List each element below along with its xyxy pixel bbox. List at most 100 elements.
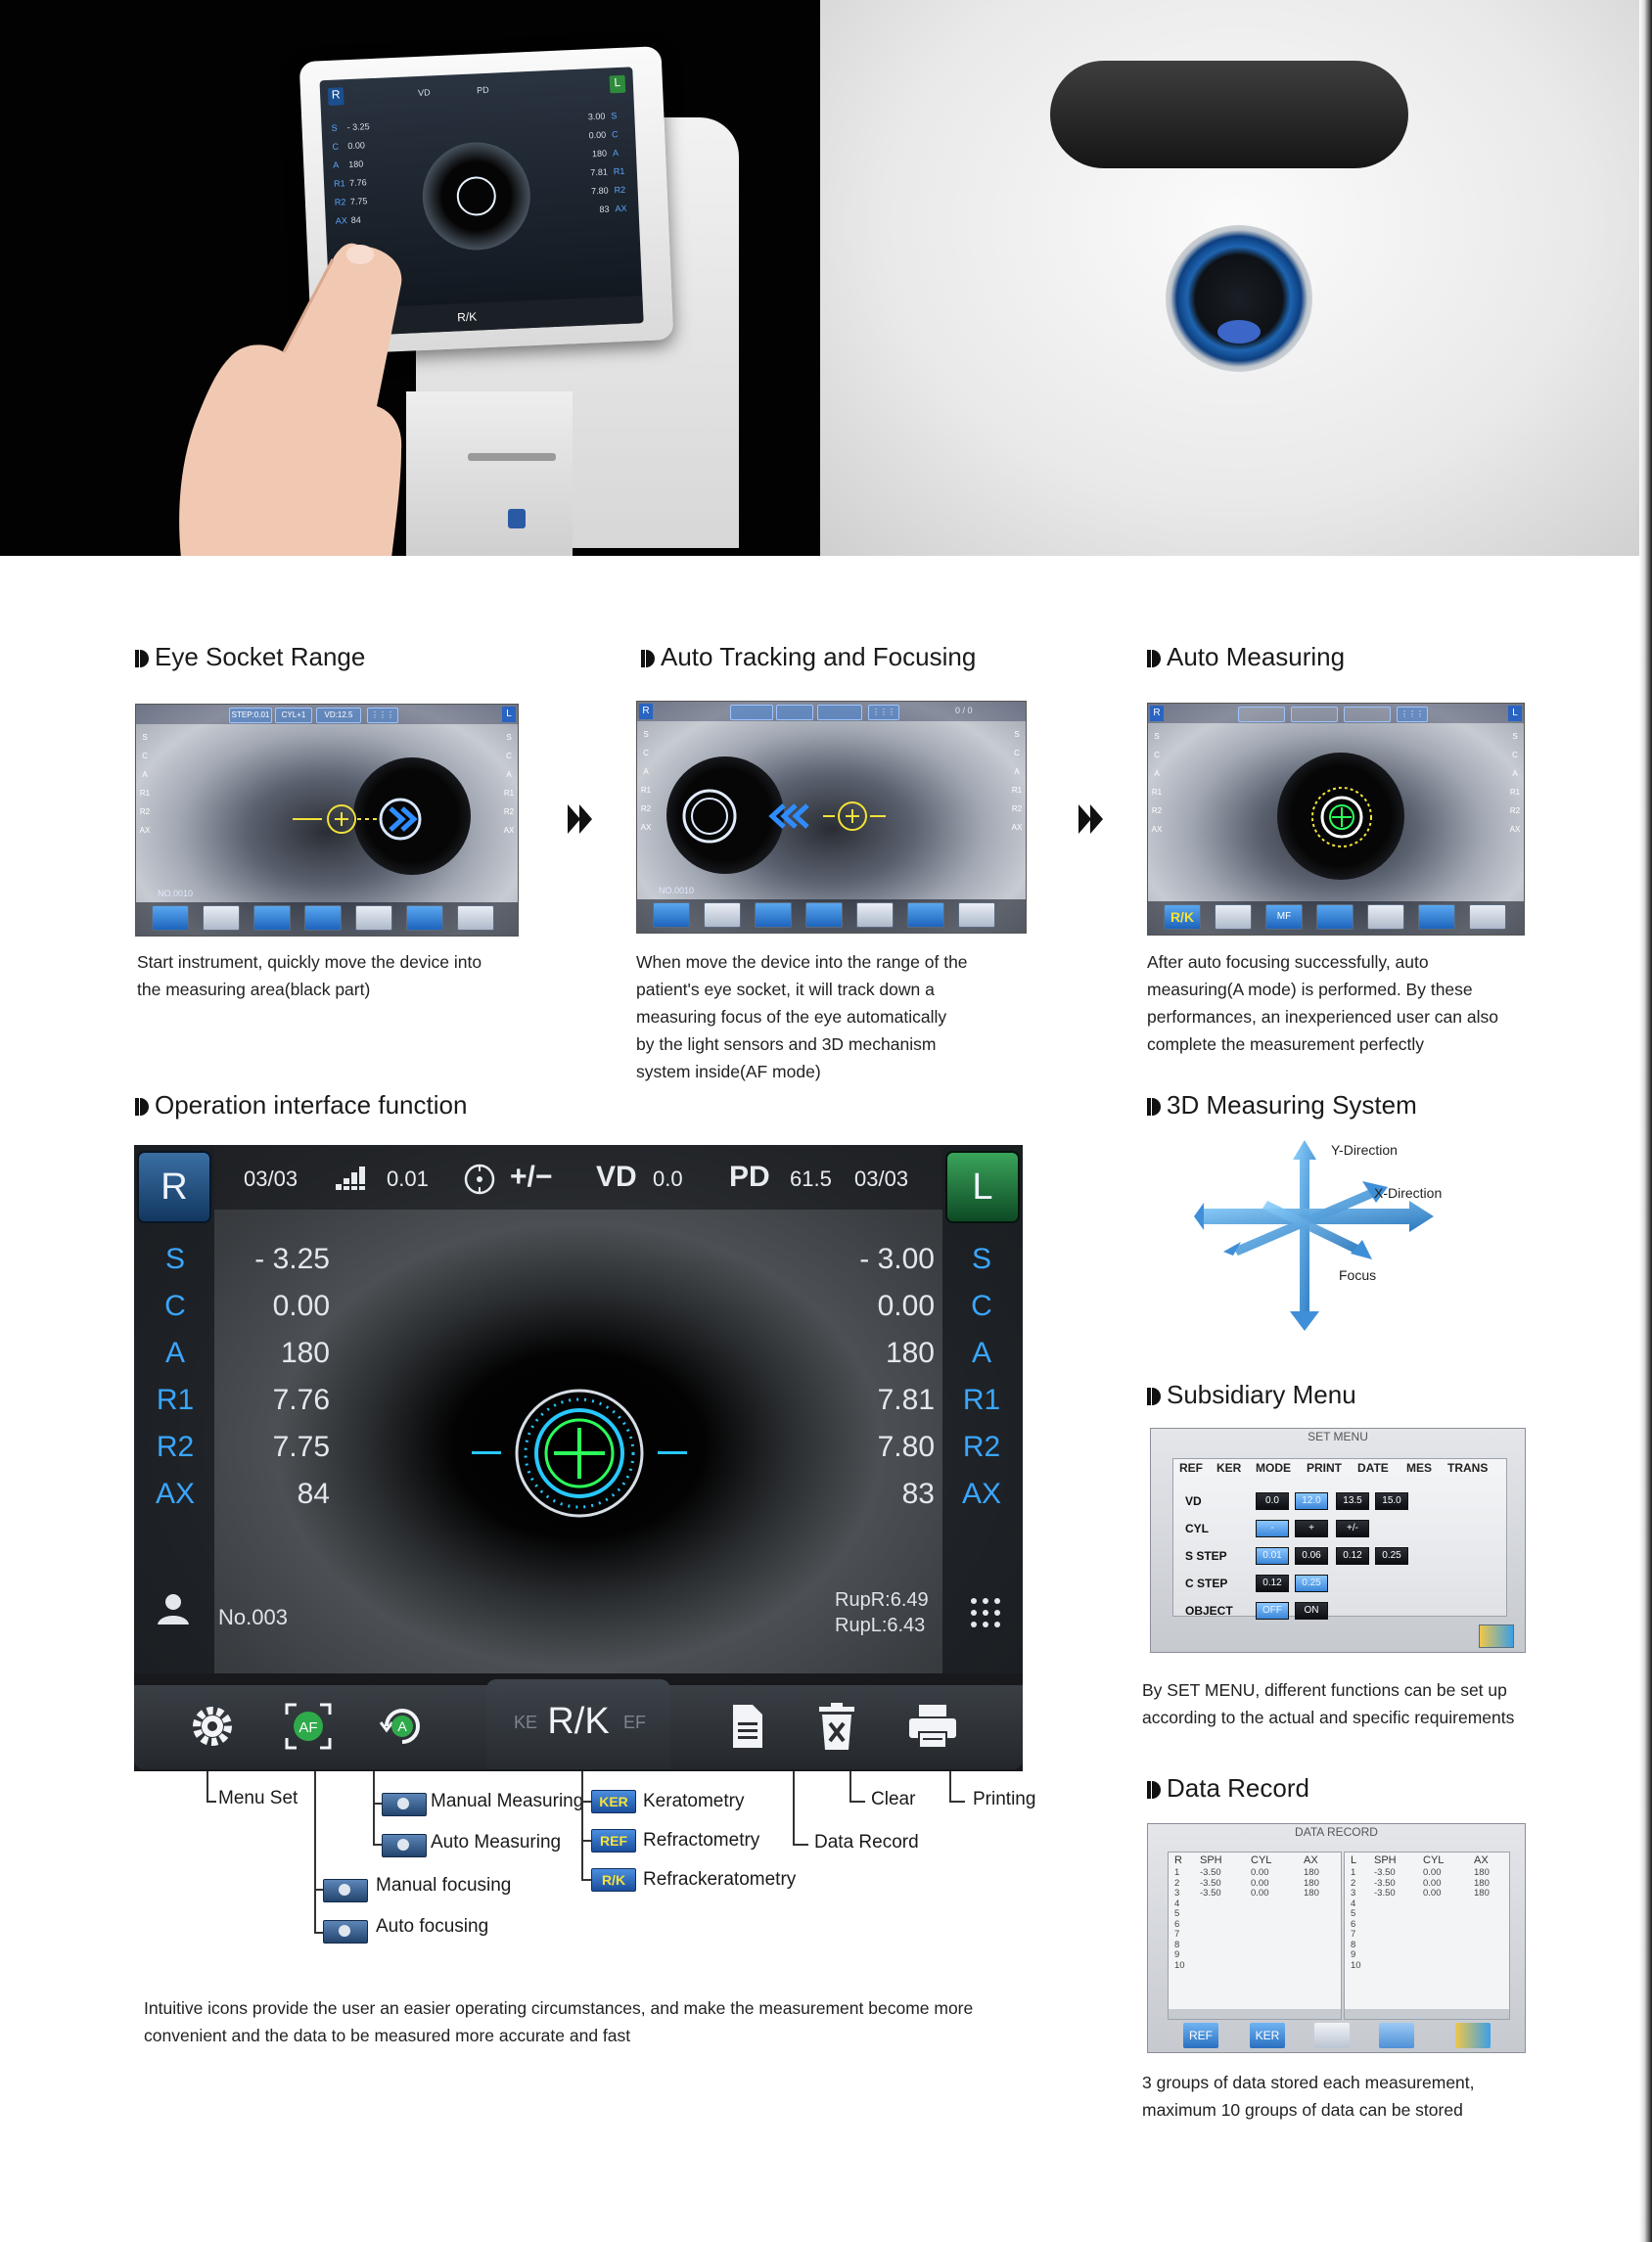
edit-button[interactable] <box>1367 904 1404 930</box>
cyl-option-2[interactable]: +/- <box>1336 1520 1369 1537</box>
vd-option-1[interactable]: 12.0 <box>1295 1492 1328 1510</box>
measure-button[interactable] <box>704 902 741 928</box>
step-chip[interactable] <box>730 705 773 720</box>
data-record-icon[interactable] <box>719 1699 774 1754</box>
sstep-option-1[interactable]: 0.06 <box>1295 1547 1328 1565</box>
measuring-ring-icon <box>515 1389 644 1518</box>
left-eye-tag[interactable]: L <box>947 1153 1018 1221</box>
cyl-sign[interactable]: +/− <box>510 1161 553 1193</box>
bullet-icon <box>1147 1781 1161 1799</box>
settings-button[interactable] <box>1418 904 1455 930</box>
edit-button[interactable] <box>856 902 894 928</box>
settings-button[interactable] <box>907 902 944 928</box>
value-r1-right: 7.81 <box>877 1384 935 1416</box>
tab-date[interactable]: DATE <box>1357 1461 1389 1475</box>
exit-record-button[interactable] <box>1455 2023 1491 2048</box>
grid-chip[interactable]: ⋮⋮⋮ <box>367 708 398 723</box>
menu-exit-icon[interactable] <box>1479 1624 1514 1648</box>
af-button[interactable] <box>253 905 291 931</box>
vd-value[interactable]: 0.0 <box>653 1167 683 1191</box>
chip-3[interactable] <box>1344 707 1391 722</box>
right-side-panel <box>942 1145 1023 1673</box>
tab-trans[interactable]: TRANS <box>1447 1461 1489 1475</box>
grid-chip[interactable]: ⋮⋮⋮ <box>868 705 899 720</box>
vd-chip[interactable] <box>817 705 862 720</box>
vd-option-0[interactable]: 0.0 <box>1256 1492 1289 1510</box>
cyl-option-1[interactable]: + <box>1295 1520 1328 1537</box>
rk-button[interactable] <box>653 902 690 928</box>
tab-mode[interactable]: MODE <box>1256 1461 1291 1475</box>
edit-record-button[interactable] <box>1314 2023 1350 2048</box>
measure-button[interactable] <box>203 905 240 931</box>
cstep-option-1[interactable]: 0.25 <box>1295 1575 1328 1592</box>
ref-record-button[interactable]: REF <box>1183 2023 1218 2048</box>
tab-ker[interactable]: KER <box>1216 1461 1242 1475</box>
grid-chip[interactable]: ⋮⋮⋮ <box>1397 707 1428 722</box>
callout-line <box>581 1879 591 1881</box>
rk-mode-button[interactable]: R/K <box>547 1701 610 1742</box>
auto-measure-icon[interactable]: A <box>375 1699 430 1754</box>
manual-measuring-callout: Manual Measuring <box>431 1791 584 1811</box>
tab-print[interactable]: PRINT <box>1307 1461 1342 1475</box>
rk-button[interactable] <box>152 905 189 931</box>
measure-button[interactable] <box>1215 904 1252 930</box>
sstep-option-3[interactable]: 0.25 <box>1375 1547 1408 1565</box>
step-chip[interactable]: STEP:0.01 <box>229 708 272 723</box>
tab-mes[interactable]: MES <box>1406 1461 1433 1475</box>
cyl-chip[interactable]: CYL+1 <box>275 708 312 723</box>
gear-icon[interactable] <box>185 1699 240 1754</box>
keypad-icon[interactable] <box>968 1595 1003 1630</box>
l-tag: L <box>502 707 516 722</box>
sstep-option-0[interactable]: 0.01 <box>1256 1547 1289 1565</box>
pen-button[interactable] <box>304 905 342 931</box>
edit-button[interactable] <box>355 905 392 931</box>
pupil <box>666 756 784 874</box>
manual-measuring-icon <box>382 1793 427 1816</box>
print-button[interactable] <box>457 905 494 931</box>
print-button[interactable] <box>958 902 995 928</box>
pd-value[interactable]: 61.5 <box>790 1167 832 1191</box>
tab-ref[interactable]: REF <box>1179 1461 1203 1475</box>
callout-line <box>949 1771 951 1803</box>
sstep-option-2[interactable]: 0.12 <box>1336 1547 1369 1565</box>
print-button[interactable] <box>1469 904 1506 930</box>
cyl-option-0[interactable]: - <box>1256 1520 1289 1537</box>
object-option-1[interactable]: ON <box>1295 1602 1328 1620</box>
screen-topbar <box>1148 704 1524 723</box>
object-option-0[interactable]: OFF <box>1256 1602 1289 1620</box>
vd-option-3[interactable]: 15.0 <box>1375 1492 1408 1510</box>
callout-line <box>206 1801 216 1803</box>
ref-button-icon: REF <box>591 1829 636 1853</box>
next-arrow-icon <box>568 804 592 834</box>
pen-button[interactable] <box>805 902 843 928</box>
device-base <box>406 391 573 556</box>
settings-button[interactable] <box>406 905 443 931</box>
chip-1[interactable] <box>1238 707 1285 722</box>
cyl-chip[interactable] <box>776 705 813 720</box>
ker-record-button[interactable]: KER <box>1250 2023 1285 2048</box>
cstep-option-0[interactable]: 0.12 <box>1256 1575 1289 1592</box>
pen-button[interactable] <box>1316 904 1354 930</box>
printer-icon[interactable] <box>905 1699 960 1754</box>
right-eye-tag[interactable]: R <box>139 1153 209 1221</box>
label-c-left: C <box>164 1290 186 1322</box>
value-r2-right: 7.80 <box>877 1431 935 1463</box>
operation-text: Intuitive icons provide the user an easi… <box>144 1998 974 2045</box>
rup-l: RupL:6.43 <box>835 1615 926 1636</box>
vd-option-2[interactable]: 13.5 <box>1336 1492 1369 1510</box>
af-button[interactable] <box>755 902 792 928</box>
print-record-button[interactable] <box>1379 2023 1414 2048</box>
clear-trash-icon[interactable] <box>809 1699 864 1754</box>
patient-icon[interactable] <box>156 1591 191 1626</box>
chip-2[interactable] <box>1291 707 1338 722</box>
af-focus-icon[interactable]: AF <box>281 1699 336 1754</box>
mf-button[interactable]: MF <box>1265 904 1303 930</box>
callout-line <box>581 1801 591 1803</box>
average-row <box>1169 2009 1341 2019</box>
callout-line <box>793 1844 808 1846</box>
vd-chip[interactable]: VD:12.5 <box>316 708 361 723</box>
rk-button[interactable]: R/K <box>1164 904 1201 930</box>
